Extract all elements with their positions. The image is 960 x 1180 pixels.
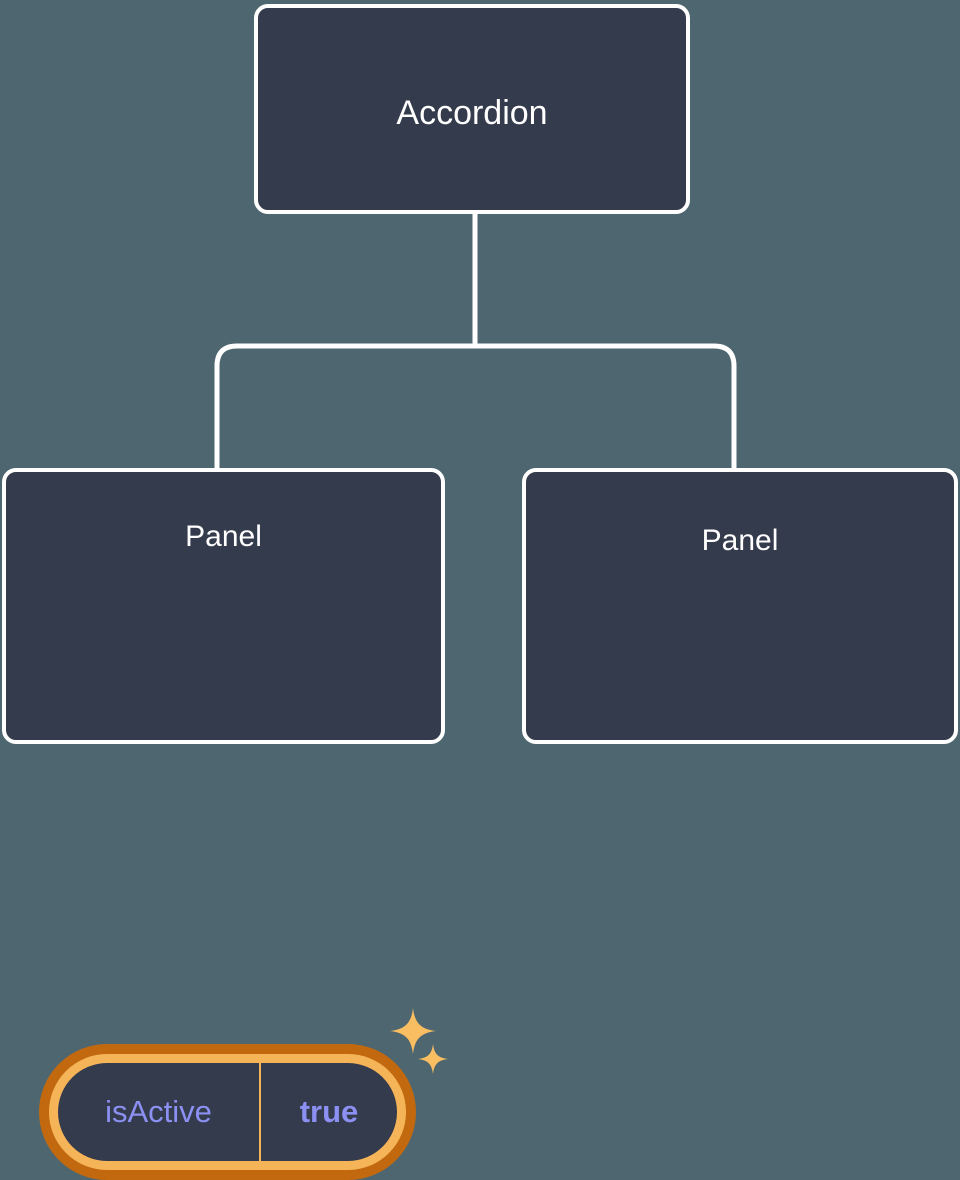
node-panel-inactive[interactable]: Panel isActive false	[522, 468, 958, 744]
diagram-canvas: Accordion Panel isActive true Panel isAc…	[2, 4, 958, 1180]
prop-pill-active-inner: isActive true	[58, 1063, 397, 1161]
connector-branch-left	[214, 343, 475, 468]
node-panel-active-title: Panel	[185, 520, 262, 553]
node-panel-inactive-title: Panel	[701, 524, 779, 557]
connector-branch-right	[475, 343, 737, 468]
prop-value-true: true	[259, 1063, 397, 1161]
node-accordion[interactable]: Accordion	[254, 4, 690, 214]
node-panel-active[interactable]: Panel isActive true	[2, 468, 448, 1180]
node-accordion-title: Accordion	[396, 94, 548, 132]
sparkle-icon-small	[418, 1044, 448, 1074]
tree-connectors	[214, 214, 737, 468]
prop-key-isactive-active: isActive	[105, 1094, 212, 1129]
prop-pill-active[interactable]: isActive true	[39, 1044, 416, 1180]
